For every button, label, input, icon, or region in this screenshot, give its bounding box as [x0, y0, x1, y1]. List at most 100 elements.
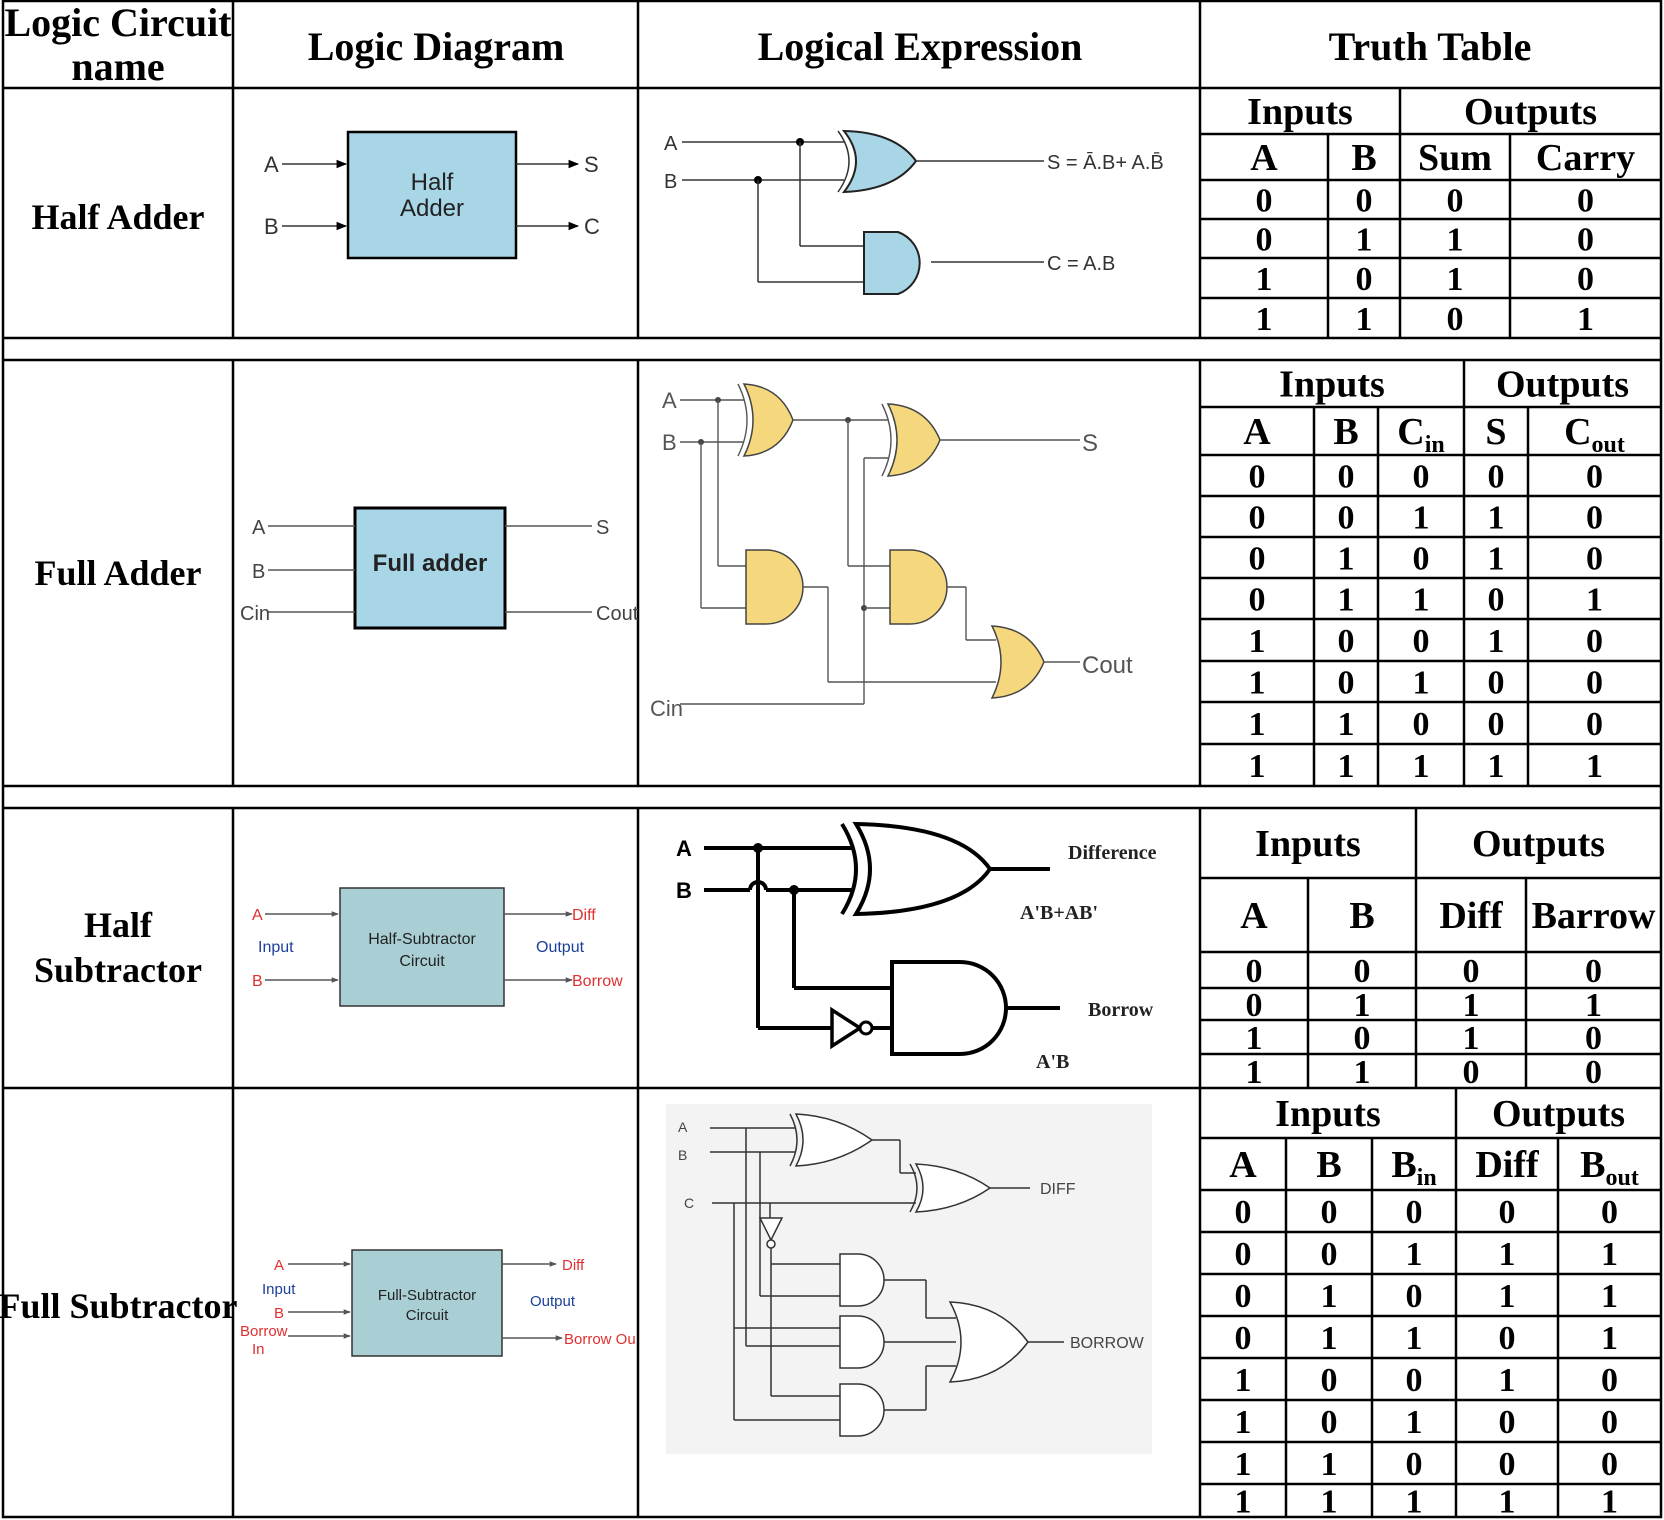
truth-table-cell: 1: [1406, 1404, 1423, 1441]
truth-table-cell: 0: [1406, 1194, 1423, 1231]
truth-table-column-header: B: [1351, 137, 1376, 179]
truth-table-cell: 0: [1406, 1362, 1423, 1399]
truth-table-cell: 1: [1338, 541, 1355, 578]
half-subtractor-borrow-label: Borrow: [1088, 999, 1154, 1021]
truth-table-cell: 0: [1256, 222, 1273, 259]
truth-table-cell: 1: [1406, 1236, 1423, 1273]
truth-table-inputs-label: Inputs: [1279, 364, 1385, 406]
half-subtractor-diff-label: Difference: [1068, 842, 1157, 864]
truth-table-cell: 1: [1321, 1484, 1338, 1520]
row-name-half-adder: Half Adder: [31, 197, 204, 237]
truth-table-cell: 1: [1601, 1236, 1618, 1273]
truth-table-column-header: A: [1240, 895, 1268, 937]
truth-table-cell: 0: [1586, 623, 1603, 660]
full-adder-and-2: [889, 549, 948, 625]
truth-table-cell: 0: [1488, 665, 1505, 702]
half-adder-circuit-input-a: A: [664, 133, 678, 155]
half-adder-output-s: S: [584, 152, 599, 177]
row-name-full-adder: Full Adder: [34, 553, 201, 593]
full-subtractor-and-1: [839, 1253, 885, 1307]
header-name-line1: Logic Circuit: [4, 0, 232, 45]
full-adder-input-cin: Cin: [240, 603, 270, 625]
row-name-half-subtractor-line2: Subtractor: [34, 950, 202, 990]
half-adder-circuit-input-b: B: [664, 171, 677, 193]
full-adder-block-label: Full adder: [373, 550, 488, 577]
truth-table-cell: 1: [1354, 1054, 1371, 1091]
truth-table-cell: 0: [1321, 1194, 1338, 1231]
half-adder-carry-expression: C = A.B: [1047, 253, 1115, 275]
truth-table-cell: 1: [1601, 1278, 1618, 1315]
full-subtractor-borrow-label: BORROW: [1070, 1335, 1145, 1352]
truth-table-column-header: A: [1243, 411, 1271, 453]
truth-table-column-header: Barrow: [1532, 895, 1656, 937]
truth-table-cell: 0: [1338, 459, 1355, 496]
truth-table-cell: 0: [1577, 261, 1594, 298]
full-subtractor-output-diff: Diff: [562, 1257, 585, 1274]
full-subtractor-xor-1: [794, 1113, 874, 1167]
truth-table-cell: 0: [1585, 1054, 1602, 1091]
half-adder-output-c: C: [584, 214, 600, 239]
truth-table-cell: 0: [1499, 1194, 1516, 1231]
truth-table-cell: 1: [1235, 1484, 1252, 1520]
truth-table-cell: 1: [1499, 1362, 1516, 1399]
truth-table-cell: 0: [1249, 500, 1266, 537]
truth-table-column-header: A: [1250, 137, 1278, 179]
table-header: Logic Circuit name Logic Diagram Logical…: [4, 0, 1531, 89]
truth-table-cell: 0: [1321, 1404, 1338, 1441]
truth-table-cell: 0: [1249, 541, 1266, 578]
truth-table-cell: 0: [1235, 1236, 1252, 1273]
full-subtractor-diff-label: DIFF: [1040, 1181, 1076, 1198]
truth-table-cell: 1: [1463, 1020, 1480, 1057]
truth-table-column-header: Cin: [1397, 411, 1444, 458]
full-subtractor-xor-2: [914, 1163, 992, 1213]
truth-table-cell: 0: [1585, 1020, 1602, 1057]
full-subtractor-input-label: Input: [262, 1281, 296, 1298]
truth-table-cell: 1: [1413, 582, 1430, 619]
half-adder-input-a: A: [264, 152, 279, 177]
truth-table-cell: 1: [1356, 222, 1373, 259]
full-adder-gate-circuit: A B Cin S Cout: [650, 383, 1133, 721]
truth-table-cell: 0: [1447, 301, 1464, 338]
truth-table-cell: 1: [1447, 261, 1464, 298]
half-subtractor-and: [890, 960, 1008, 1056]
half-subtractor-input-a: A: [252, 907, 263, 924]
full-adder-sum-label: S: [1082, 430, 1098, 457]
truth-table-column-header: A: [1229, 1144, 1257, 1186]
full-subtractor-output-borrow-out: Borrow Ou: [564, 1331, 636, 1348]
truth-table-cell: 1: [1354, 987, 1371, 1024]
truth-table-cell: 0: [1499, 1446, 1516, 1483]
xor-extra-curve: [837, 130, 850, 193]
truth-table-cell: 0: [1488, 582, 1505, 619]
full-adder-output-s: S: [596, 517, 609, 539]
truth-table-cell: 1: [1235, 1446, 1252, 1483]
truth-table-cell: 0: [1413, 706, 1430, 743]
truth-table-cell: 0: [1601, 1362, 1618, 1399]
header-diagram: Logic Diagram: [308, 24, 565, 69]
truth-table-column-header: Cout: [1564, 411, 1625, 458]
half-subtractor-output-label: Output: [536, 939, 585, 956]
full-adder-circuit-input-b: B: [662, 430, 677, 455]
truth-table-cell: 0: [1321, 1362, 1338, 1399]
full-adder-block-diagram: Full adder A B Cin S Cout: [240, 506, 639, 630]
header-expression: Logical Expression: [758, 24, 1083, 69]
truth-table-cell: 0: [1354, 953, 1371, 990]
truth-table-cell: 0: [1488, 459, 1505, 496]
truth-table-cell: 1: [1235, 1362, 1252, 1399]
half-adder-input-b: B: [264, 214, 279, 239]
half-subtractor-diff-expr: A'B+AB': [1020, 902, 1098, 924]
truth-table-cell: 1: [1246, 1020, 1263, 1057]
truth-table-cell: 1: [1488, 623, 1505, 660]
truth-table-cell: 0: [1235, 1320, 1252, 1357]
truth-table-column-header: B: [1316, 1144, 1341, 1186]
truth-table-column-header: S: [1485, 411, 1506, 453]
truth-table-cell: 1: [1338, 748, 1355, 785]
half-subtractor-gate-circuit: A B Difference A'B+AB' Borrow A'B: [676, 821, 1157, 1073]
truth-table-cell: 1: [1463, 987, 1480, 1024]
full-adder-carry-label: Cout: [1082, 652, 1133, 679]
truth-table-cell: 0: [1463, 1054, 1480, 1091]
and-gate: [863, 231, 921, 295]
